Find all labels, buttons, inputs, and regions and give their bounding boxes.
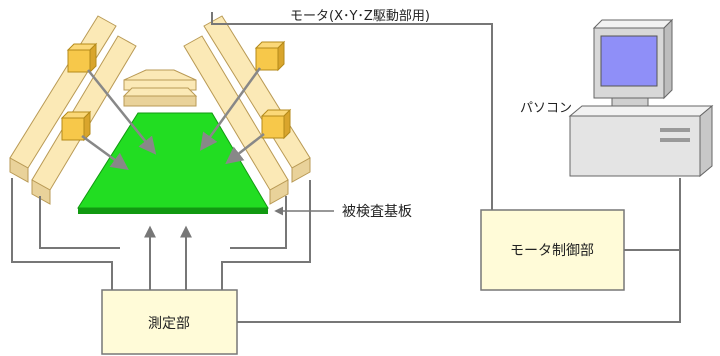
motor-caption: モータ(X･Y･Z駆動部用) xyxy=(290,9,430,24)
motor-block-top-left xyxy=(66,42,98,74)
motor-block-mid-right xyxy=(260,108,292,140)
connection-lines xyxy=(11,12,681,323)
monitor-side xyxy=(663,18,673,100)
board-edge xyxy=(78,208,268,214)
cable-left-outer xyxy=(11,178,113,290)
monitor-top xyxy=(592,19,674,29)
left-outer-rail-side xyxy=(9,157,29,183)
cable-left-inner xyxy=(39,196,120,249)
measurement-unit-box xyxy=(101,289,238,355)
cable-right-inner xyxy=(230,196,287,249)
controller-pc-line xyxy=(624,178,681,251)
right-outer-rail-side xyxy=(291,157,311,183)
monitor-screen xyxy=(600,35,658,87)
motor-block-mid-left xyxy=(60,110,92,142)
pc-base-front xyxy=(569,115,701,177)
motor-controller-label: モータ制御部 xyxy=(510,243,594,259)
measure-pc-line xyxy=(237,178,681,323)
motor-block-top-right xyxy=(254,40,286,72)
drive-slot-1 xyxy=(660,128,690,132)
board-label: 被検査基板 xyxy=(342,203,412,220)
drive-slot-2 xyxy=(660,138,690,142)
pc-icon xyxy=(568,18,714,178)
top-cross-beam xyxy=(123,69,197,81)
probe-arrows xyxy=(81,67,265,171)
pc-label: パソコン xyxy=(520,101,572,116)
pc-base-top xyxy=(568,105,714,117)
probe-arrow-1 xyxy=(87,69,157,155)
motor-cable xyxy=(211,12,493,210)
motor-controller-box xyxy=(480,209,625,291)
inspection-board xyxy=(77,112,269,214)
second-cross-beam-front xyxy=(123,95,197,107)
probe-arrow-4 xyxy=(225,133,265,165)
motor-blocks xyxy=(60,40,292,142)
measurement-unit-label: 測定部 xyxy=(148,316,190,332)
second-cross-beam xyxy=(122,87,198,97)
signal-arrows xyxy=(144,225,192,290)
right-inner-rail-side xyxy=(269,179,289,205)
left-inner-rail-side xyxy=(31,179,51,205)
cable-right-outer xyxy=(221,180,311,290)
probe-arrow-2 xyxy=(81,134,129,171)
probe-arrow-3 xyxy=(199,67,262,151)
pc-base-side xyxy=(699,104,713,178)
